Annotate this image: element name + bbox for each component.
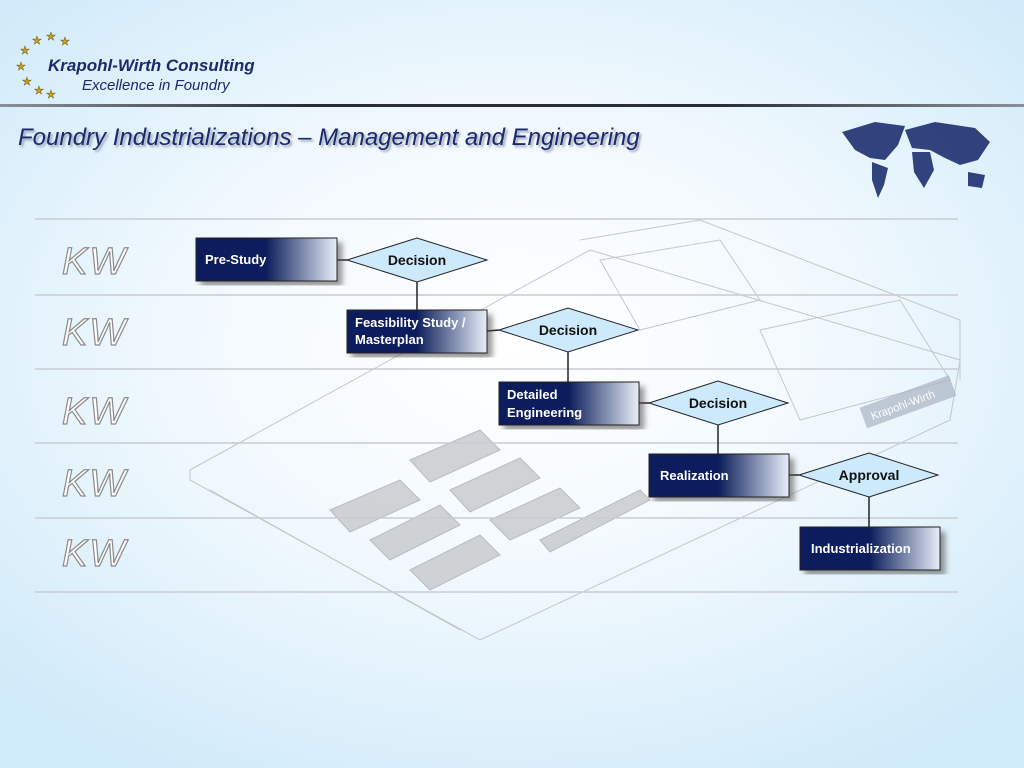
floor-plan-background	[189, 219, 961, 641]
svg-text:Approval: Approval	[839, 467, 900, 483]
gate-decision-3[interactable]: Decision	[647, 380, 790, 426]
svg-text:★: ★	[16, 61, 26, 73]
svg-text:Decision: Decision	[388, 252, 446, 268]
svg-text:Industrialization: Industrialization	[811, 541, 911, 556]
svg-text:★: ★	[34, 85, 44, 97]
logo-stars: ★★★★ ★★★★	[16, 32, 71, 101]
company-name: Krapohl-Wirth Consulting	[48, 56, 255, 75]
svg-text:★: ★	[32, 35, 42, 47]
step-industrialization[interactable]: Industrialization	[799, 526, 941, 571]
svg-text:Feasibility Study /: Feasibility Study /	[355, 315, 466, 330]
svg-text:Masterplan: Masterplan	[355, 332, 424, 347]
gate-decision-2[interactable]: Decision	[497, 307, 640, 353]
svg-text:Decision: Decision	[539, 322, 597, 338]
svg-text:★: ★	[46, 89, 56, 101]
gate-approval[interactable]: Approval	[797, 452, 940, 498]
world-map-icon	[842, 122, 990, 198]
svg-text:Detailed: Detailed	[507, 387, 558, 402]
svg-text:★: ★	[60, 36, 70, 48]
svg-text:Realization: Realization	[660, 468, 729, 483]
step-feasibility-study[interactable]: Feasibility Study / Masterplan	[346, 309, 488, 354]
company-tagline: Excellence in Foundry	[82, 77, 230, 94]
svg-text:★: ★	[46, 32, 56, 43]
row-label: KW	[62, 241, 128, 283]
page-title: Foundry Industrializations – Management …	[18, 124, 640, 151]
row-label: KW	[62, 391, 128, 433]
svg-text:★: ★	[22, 76, 32, 88]
row-label: KW	[62, 312, 128, 354]
svg-text:Decision: Decision	[689, 395, 747, 411]
header-divider	[0, 104, 1024, 107]
step-realization[interactable]: Realization	[648, 453, 790, 498]
watermark-sign: Krapohl-Wirth	[859, 375, 957, 429]
step-detailed-engineering[interactable]: Detailed Engineering	[498, 381, 640, 426]
svg-text:Engineering: Engineering	[507, 405, 582, 420]
svg-text:Pre-Study: Pre-Study	[205, 252, 267, 267]
row-dividers	[35, 218, 958, 593]
gate-decision-1[interactable]: Decision	[345, 237, 489, 283]
svg-text:★: ★	[20, 45, 30, 57]
row-label: KW	[62, 463, 128, 505]
step-pre-study[interactable]: Pre-Study	[195, 237, 338, 282]
row-label: KW	[62, 533, 128, 575]
